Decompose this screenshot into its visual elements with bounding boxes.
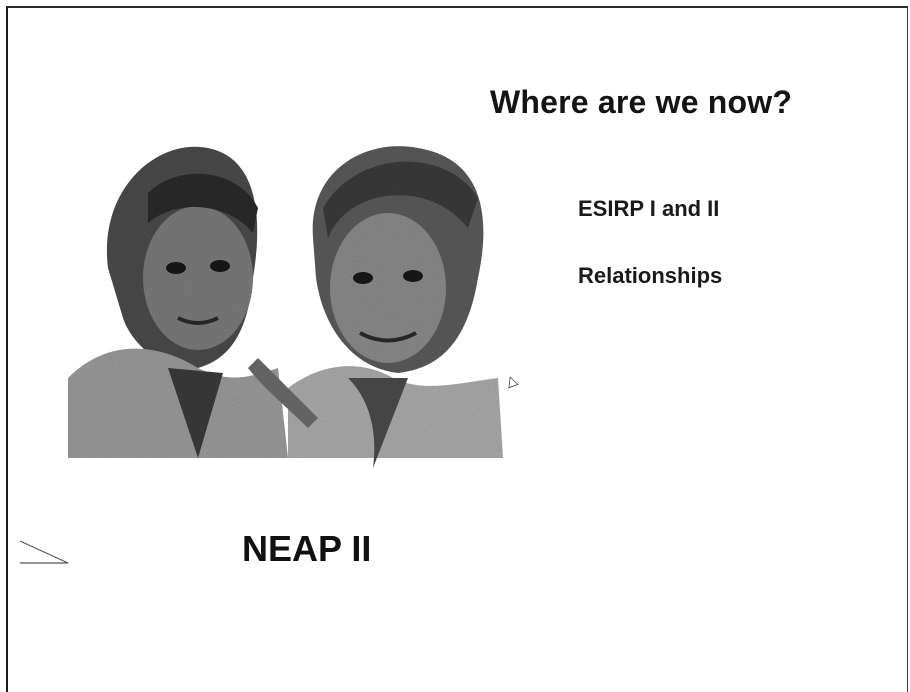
bullet-relationships: Relationships [578, 263, 723, 288]
slide-title: Where are we now? [490, 84, 793, 120]
photo-two-women [68, 146, 503, 468]
slide: Where are we now? ESIRP I and II Relatio… [6, 6, 908, 692]
scan-artifact-corner [19, 540, 69, 564]
photo-caption: NEAP II [242, 528, 372, 569]
bullet-esirp: ESIRP I and II [578, 196, 720, 221]
